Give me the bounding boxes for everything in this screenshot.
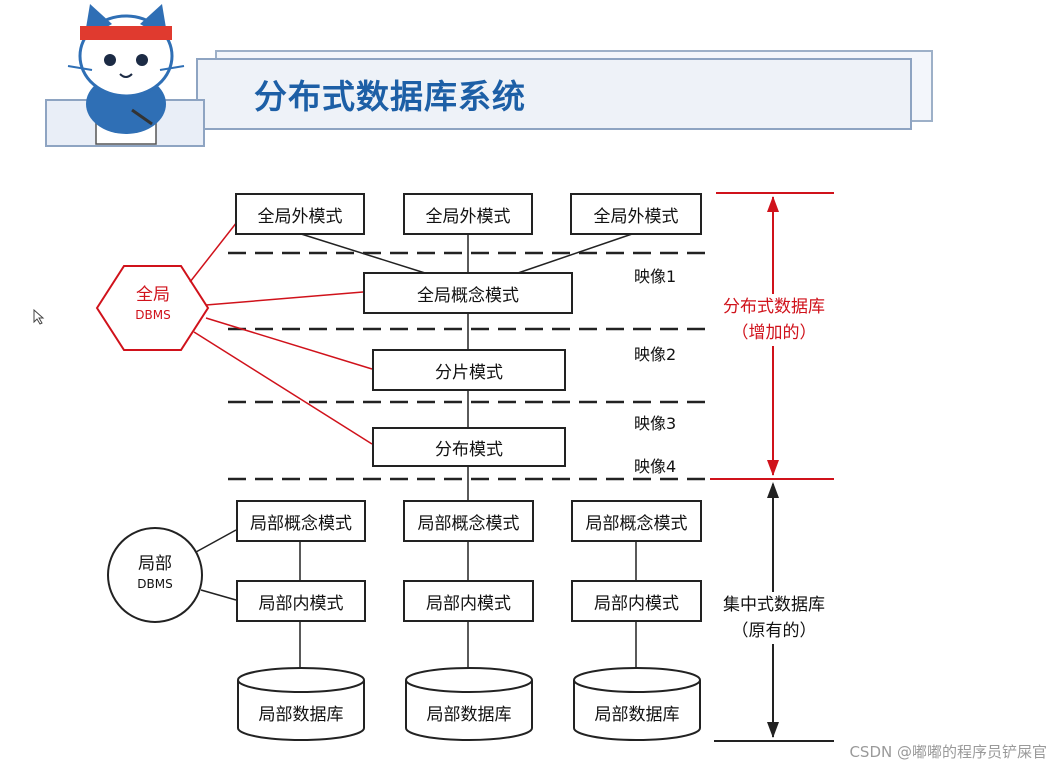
title-banner: [196, 58, 912, 130]
cat-mascot-image: [45, 4, 205, 147]
local-database-cylinder: [237, 667, 365, 741]
fragmentation-schema-box: 分片模式: [372, 349, 566, 391]
global-dbms-node: [95, 265, 210, 351]
connector: [517, 232, 636, 274]
local-database-label: 局部数据库: [258, 705, 344, 725]
distributed-scope-label: 分布式数据库 （增加的）: [712, 294, 836, 346]
mapping-label: 映像4: [634, 457, 677, 476]
arrow-head: [767, 722, 779, 738]
mapping-label: 映像1: [634, 267, 677, 286]
local-database-label: 局部数据库: [594, 705, 680, 725]
connector: [195, 529, 237, 553]
local-conceptual-schema-box: 局部概念模式: [571, 500, 702, 542]
local-database-cylinder: [573, 667, 701, 741]
connector: [200, 589, 237, 601]
global-external-schema-box: 全局外模式: [235, 193, 365, 235]
allocation-schema-box: 分布模式: [372, 427, 566, 467]
connector: [297, 232, 426, 274]
arrow-head: [767, 460, 779, 476]
local-database-label: 局部数据库: [426, 705, 512, 725]
global-external-schema-box: 全局外模式: [570, 193, 702, 235]
local-dbms-label: 局部 DBMS: [137, 554, 173, 591]
local-conceptual-schema-box: 局部概念模式: [403, 500, 534, 542]
dbms-link: [205, 291, 364, 306]
page-title: 分布式数据库系统: [254, 77, 526, 116]
dbms-link: [193, 331, 373, 445]
local-internal-schema-box: 局部内模式: [236, 580, 366, 622]
dbms-link: [205, 317, 373, 370]
local-internal-schema-box: 局部内模式: [571, 580, 702, 622]
global-dbms-label: 全局 DBMS: [135, 285, 171, 322]
arrow-head: [767, 196, 779, 212]
local-internal-schema-box: 局部内模式: [403, 580, 534, 622]
local-conceptual-schema-box: 局部概念模式: [236, 500, 366, 542]
watermark: CSDN @嘟嘟的程序员铲屎官: [849, 743, 1047, 761]
mapping-label: 映像2: [634, 345, 677, 364]
arrow-head: [767, 482, 779, 498]
dbms-link: [189, 221, 238, 283]
mapping-label: 映像3: [634, 414, 677, 433]
local-database-cylinder: [405, 667, 533, 741]
mouse-cursor-icon: [33, 309, 45, 325]
centralized-scope-label: 集中式数据库 （原有的）: [712, 592, 836, 644]
global-conceptual-schema-box: 全局概念模式: [363, 272, 573, 314]
local-dbms-node: [107, 527, 203, 623]
global-external-schema-box: 全局外模式: [403, 193, 533, 235]
